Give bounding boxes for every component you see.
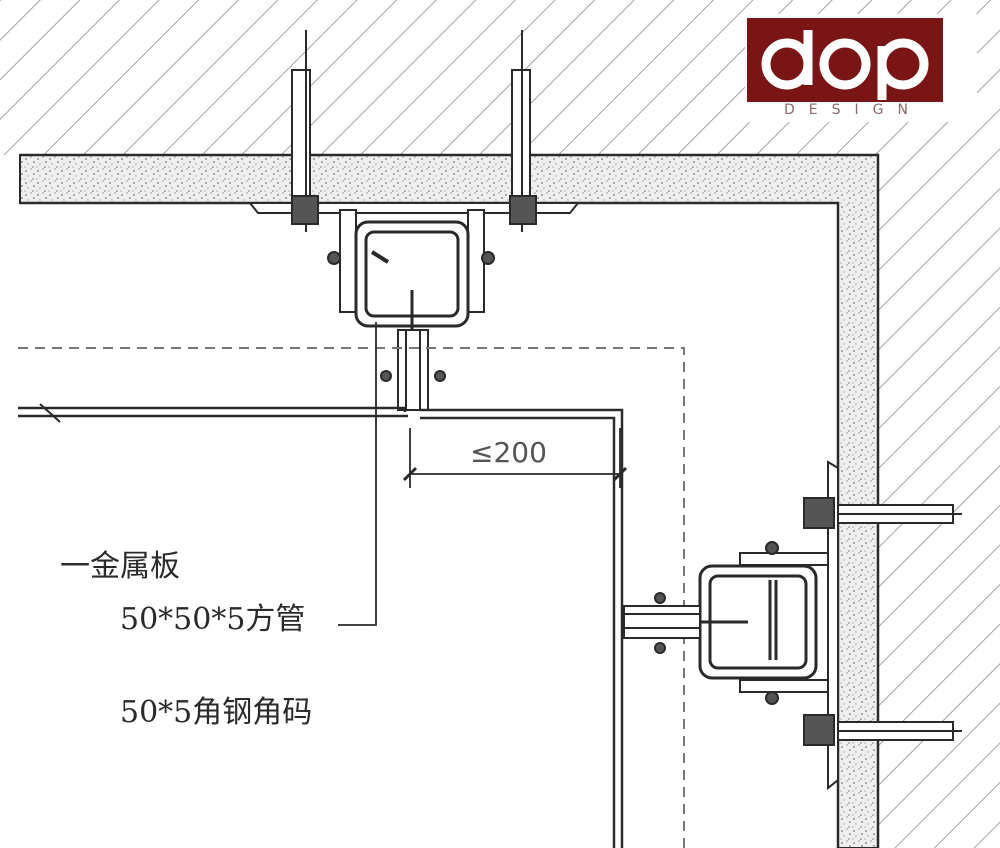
gap-dimension-text: ≤200: [470, 436, 547, 469]
gap-dimension: [402, 428, 628, 488]
top-square-tube: [354, 220, 470, 345]
metal-panel: [18, 403, 624, 848]
top-anchor-bolts: [291, 30, 531, 232]
right-anchor-bolts: [810, 504, 962, 741]
angle-bracket-label: 50*5角钢角码: [120, 695, 313, 730]
tube-leader-line: [338, 322, 377, 626]
metal-panel-label: 一金属板: [60, 549, 180, 584]
plaster-layer: [19, 153, 880, 848]
top-panel-connector: [380, 329, 446, 411]
logo-mark-graphic: [761, 30, 929, 100]
dashed-reference-line: [18, 347, 685, 848]
top-angle-bracket: [247, 195, 581, 313]
right-angle-bracket: [739, 460, 839, 791]
right-panel-connector: [623, 592, 701, 654]
right-square-tube: [698, 564, 818, 680]
logo-wordmark: DESIGN: [784, 102, 922, 118]
square-tube-label: 50*50*5方管: [120, 602, 306, 637]
dop-design-logo: DESIGN: [745, 14, 977, 122]
logo-mark: [747, 18, 943, 102]
